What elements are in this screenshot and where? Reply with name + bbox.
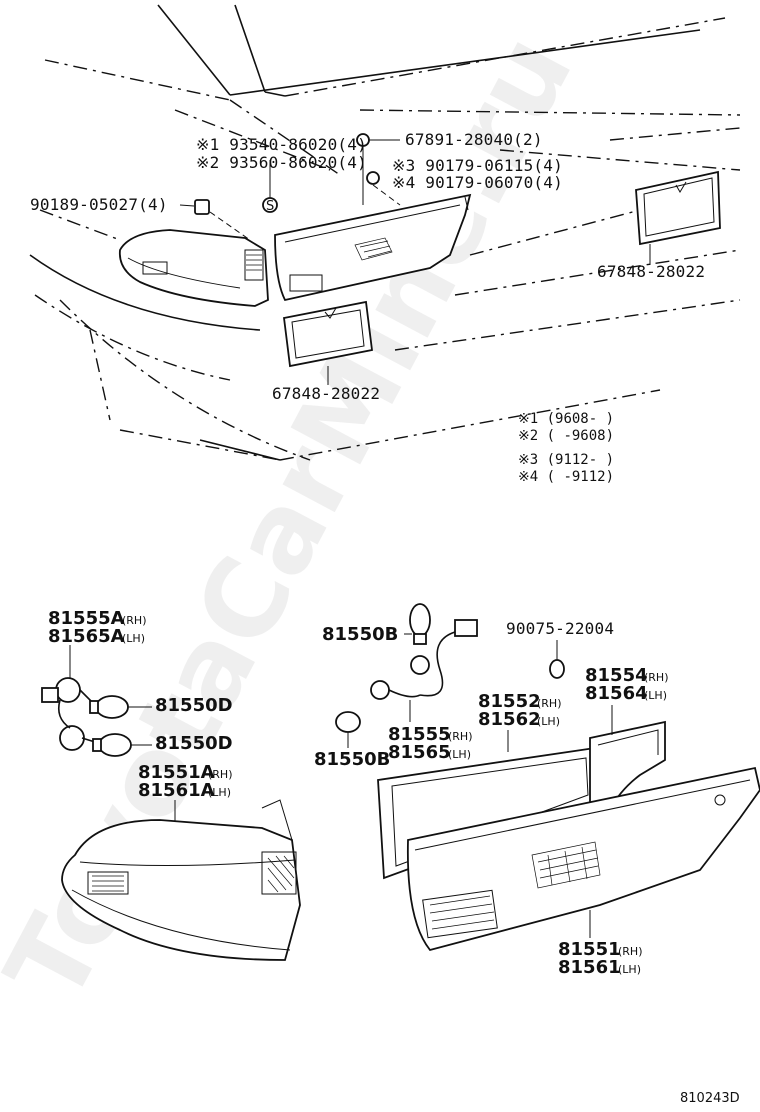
nut-93540: S bbox=[262, 160, 278, 214]
label-81565A: 81565A bbox=[48, 626, 125, 647]
label-81561A-side: (LH) bbox=[208, 786, 231, 799]
label-81564-side: (LH) bbox=[644, 689, 667, 702]
label-90179-a: ※3 90179-06115(4) bbox=[392, 156, 563, 175]
label-81552: 81552 bbox=[478, 691, 541, 712]
bulb-81550B-top bbox=[404, 603, 431, 645]
diagram-code: 810243D bbox=[680, 1091, 740, 1106]
note-2: ※2 ( -9608) bbox=[518, 428, 614, 444]
label-81561: 81561 bbox=[558, 957, 621, 978]
label-81551: 81551 bbox=[558, 939, 621, 960]
label-81551-side: (RH) bbox=[618, 945, 643, 958]
label-67891: 67891-28040(2) bbox=[405, 130, 543, 149]
back-up-lamp-top bbox=[274, 193, 472, 302]
socket-wire-81555A bbox=[41, 677, 96, 751]
label-81551A: 81551A bbox=[138, 762, 215, 783]
rear-combination-lamp-top bbox=[118, 211, 269, 307]
label-81550B-top: 81550B bbox=[322, 624, 398, 645]
bulb-81550D-2 bbox=[92, 733, 152, 757]
clip-90189 bbox=[194, 199, 210, 215]
label-81555A: 81555A bbox=[48, 608, 125, 629]
note-4: ※4 ( -9112) bbox=[518, 469, 614, 485]
label-81550D-1: 81550D bbox=[155, 695, 233, 716]
label-81550D-2: 81550D bbox=[155, 733, 233, 754]
bulb-81550D-1 bbox=[89, 695, 152, 719]
label-67848-middle: 67848-28022 bbox=[272, 384, 380, 403]
rear-combination-lamp-bottom bbox=[61, 799, 301, 961]
label-81552-side: (RH) bbox=[537, 697, 562, 710]
label-81564: 81564 bbox=[585, 683, 648, 704]
label-81565: 81565 bbox=[388, 742, 451, 763]
label-81550B-bottom: 81550B bbox=[314, 749, 390, 770]
gasket-67848-middle bbox=[283, 300, 373, 385]
svg-text:S: S bbox=[266, 199, 274, 214]
screw-90179 bbox=[366, 171, 401, 206]
label-93560: ※2 93560-86020(4) bbox=[196, 153, 367, 172]
label-81554-side: (RH) bbox=[644, 671, 669, 684]
gasket-67848-right bbox=[635, 170, 721, 265]
label-81555A-side: (RH) bbox=[122, 614, 147, 627]
label-81561-side: (LH) bbox=[618, 963, 641, 976]
label-67848-right: 67848-28022 bbox=[597, 262, 705, 281]
label-81565-side: (LH) bbox=[448, 748, 471, 761]
label-90189: 90189-05027(4) bbox=[30, 195, 168, 214]
label-81561A: 81561A bbox=[138, 780, 215, 801]
label-81562-side: (LH) bbox=[537, 715, 560, 728]
note-1: ※1 (9608- ) bbox=[518, 411, 614, 427]
label-90179-b: ※4 90179-06070(4) bbox=[392, 173, 563, 192]
label-81551A-side: (RH) bbox=[208, 768, 233, 781]
label-81565A-side: (LH) bbox=[122, 632, 145, 645]
grommet-90075 bbox=[549, 640, 565, 679]
label-81555: 81555 bbox=[388, 724, 451, 745]
note-3: ※3 (9112- ) bbox=[518, 452, 614, 468]
label-81554: 81554 bbox=[585, 665, 648, 686]
socket-wire-81555 bbox=[370, 619, 478, 700]
label-81555-side: (RH) bbox=[448, 730, 473, 743]
label-81562: 81562 bbox=[478, 709, 541, 730]
label-90075: 90075-22004 bbox=[506, 619, 614, 638]
bulb-81550B-bottom bbox=[335, 711, 361, 748]
vehicle-body-outline bbox=[29, 4, 741, 461]
label-93540: ※1 93540-86020(4) bbox=[196, 135, 367, 154]
back-up-lamp-bottom bbox=[406, 766, 760, 952]
grommet-67891 bbox=[356, 133, 400, 205]
